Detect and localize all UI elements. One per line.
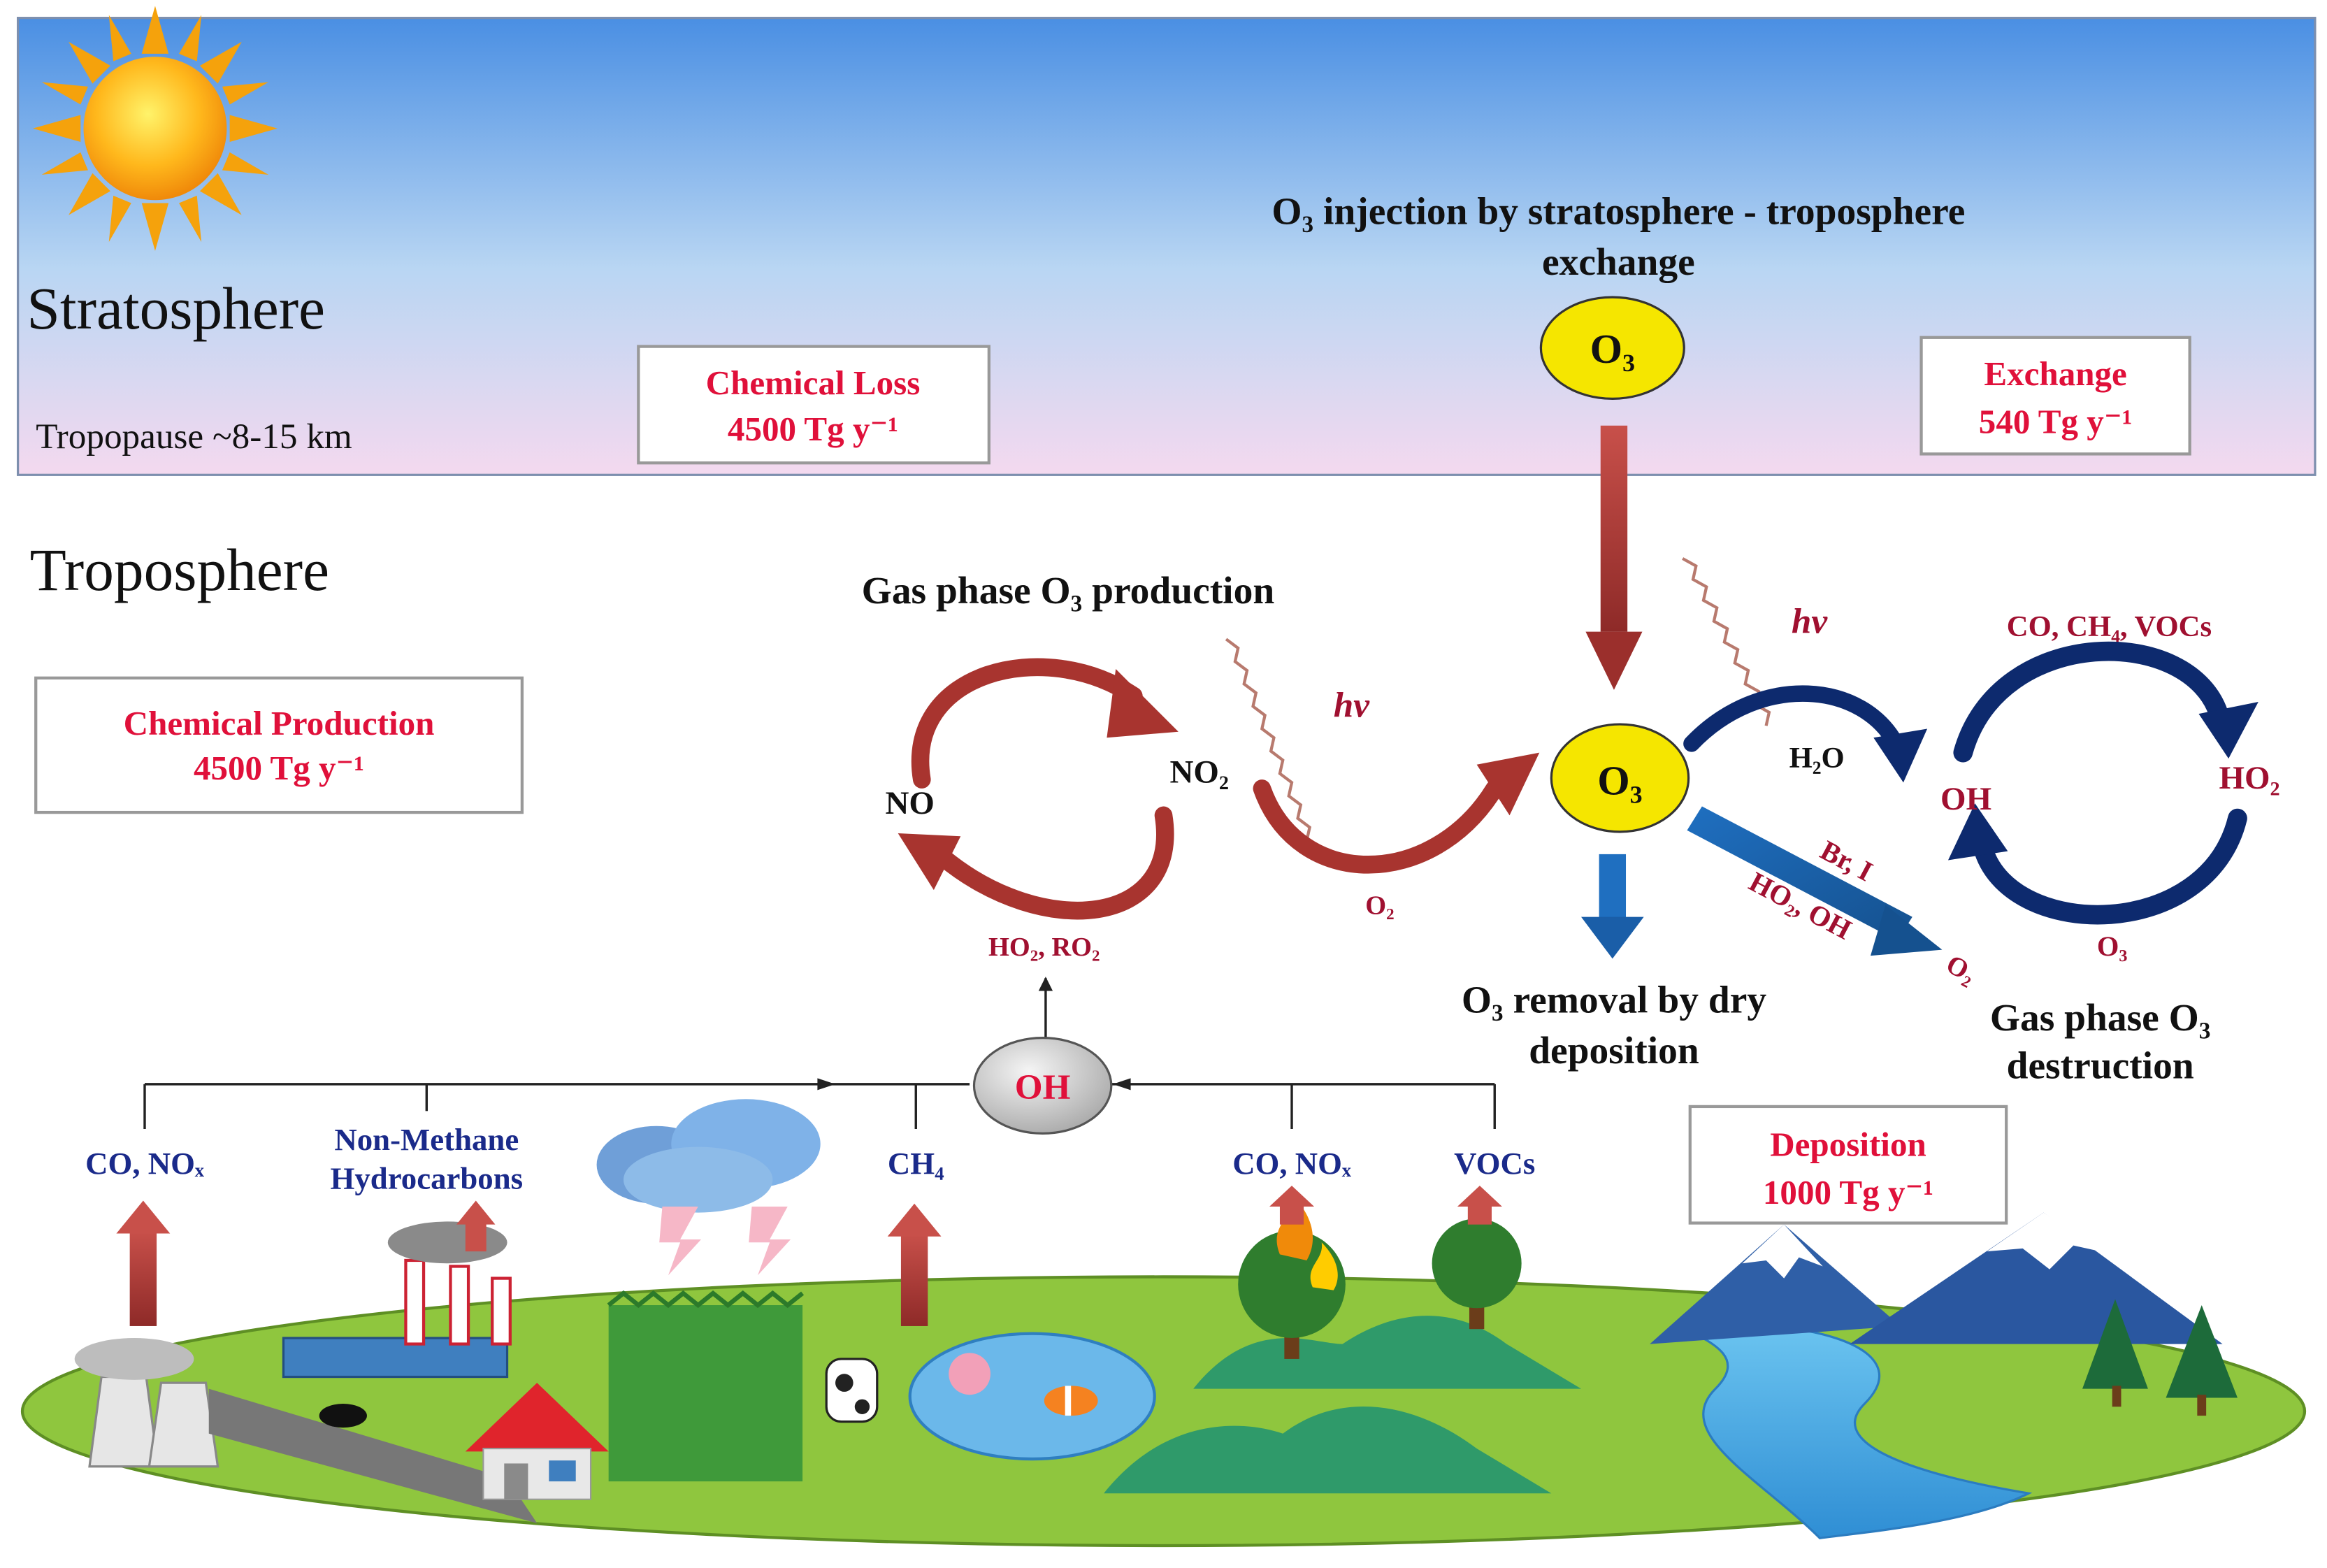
stratospheric-ozone: O₃ [1539,296,1685,400]
green-hills [1104,1316,1582,1494]
burning-tree-icon [1238,1194,1346,1359]
emission-arrow-nmhc [456,1200,496,1252]
tick-arrow-right [1112,1078,1131,1091]
chemical-production-box: Chemical Production 4500 Tg y⁻¹ [34,676,524,814]
tropopause-label: Tropopause ~8-15 km [36,417,352,456]
exchange-value: 540 Tg y⁻¹ [1979,402,2133,440]
chemical-loss-value: 4500 Tg y⁻¹ [728,410,898,448]
co-nox-label-2: CO, NOₓ [1232,1146,1351,1181]
no-label: NO [886,785,935,821]
emission-arrow-co-nox-2 [1269,1186,1315,1225]
o3-label-destruction: O₃ [2097,930,2128,962]
chemical-production-value: 4500 Tg y⁻¹ [194,749,364,787]
house-icon [465,1383,609,1500]
dry-deposition-line2: deposition [1529,1030,1699,1072]
emission-lines [143,977,1496,1129]
pond-with-fish [908,1332,1156,1461]
road [208,1388,538,1523]
exchange-box: Exchange 540 Tg y⁻¹ [1919,336,2191,456]
chemical-loss-title: Chemical Loss [706,364,921,402]
snowy-mountains [1650,1212,2223,1344]
destruction-arrow-head-top [2198,702,2258,759]
sun-icon [32,6,278,251]
power-plant-icon [74,1338,219,1468]
oh-node-label: OH [1015,1067,1071,1107]
tree-icon [1432,1218,1522,1330]
o3-to-oh-arrow-head [1873,728,1928,783]
production-arrow-head-bottom [898,833,961,891]
tropospheric-ozone: O₃ [1550,723,1690,833]
emission-arrow-vocs [1457,1186,1502,1225]
ch4-label: CH₄ [888,1146,944,1181]
halogen-destruction-arrow [1687,806,1943,956]
destruction-cycle-arrows [1953,641,2247,925]
vocs-label: VOCs [1454,1146,1535,1181]
stratosphere-injection-arrow [1585,425,1643,690]
production-arrow-head-top [1107,669,1179,738]
oh-label-destruction: OH [1940,781,1991,817]
o2-label-production: O₂ [1365,891,1394,920]
lightning-icon [659,1207,791,1276]
no2-label: NO₂ [1169,754,1229,790]
ho2-ro2-label: HO₂, RO₂ [988,933,1100,962]
hv-label-1: hv [1334,685,1370,725]
ho2-label-destruction: HO₂ [2219,760,2279,796]
chemical-loss-box: Chemical Loss 4500 Tg y⁻¹ [637,345,990,465]
dry-deposition-line1: O₃ removal by dry [1462,979,1766,1021]
cow-icon [825,1358,879,1423]
no2-to-o3-arrow [1253,779,1504,874]
tropospheric-ozone-label: O₃ [1597,757,1642,803]
factory-icon [282,1221,512,1379]
co-nox-label-1: CO, NOₓ [85,1146,204,1181]
storm-cloud-icon [596,1099,821,1213]
production-cycle-title: Gas phase O₃ production [862,570,1275,612]
no2-to-o3-arrow-head [1476,752,1540,816]
injection-text-line1: O₃ injection by stratosphere - troposphe… [1271,190,1965,233]
car-icon [319,1404,367,1428]
emission-arrow-ch4 [887,1203,942,1326]
troposphere-label: Troposphere [30,538,329,603]
o2-label-destruction: O₂ [1941,949,1980,989]
destruction-arrow-head-bottom [1947,803,2008,861]
destruction-title-line1: Gas phase O₃ [1990,997,2211,1040]
oh-node: OH [972,1037,1113,1135]
nmhc-label-line2: Hydrocarbons [331,1160,524,1195]
injection-text-line2: exchange [1542,241,1695,284]
destruction-reactants-label: CO, CH₄, VOCs [2007,610,2212,643]
emission-arrow-co-nox-1 [116,1200,171,1326]
photon-wave-1 [1225,638,1320,851]
exchange-title: Exchange [1984,354,2126,393]
stratosphere-label: Stratosphere [27,276,325,342]
dry-deposition-arrow [1581,854,1644,959]
chemical-production-title: Chemical Production [124,704,435,742]
grass-field [607,1290,805,1482]
o3-to-oh-arrow [1683,685,1906,755]
deposition-title: Deposition [1770,1125,1926,1163]
river [1682,1324,2033,1539]
tick-arrow-left [817,1078,836,1091]
hv-label-2: hv [1792,602,1828,642]
deposition-value: 1000 Tg y⁻¹ [1763,1173,1933,1211]
nmhc-label-line1: Non-Methane [334,1122,519,1157]
stratospheric-ozone-label: O₃ [1590,326,1635,372]
destruction-title-line2: destruction [2007,1044,2194,1087]
h2o-label: H₂O [1789,742,1845,775]
deposition-box: Deposition 1000 Tg y⁻¹ [1688,1105,2008,1225]
production-cycle-arrows [911,658,1174,920]
pine-trees [2082,1299,2238,1416]
